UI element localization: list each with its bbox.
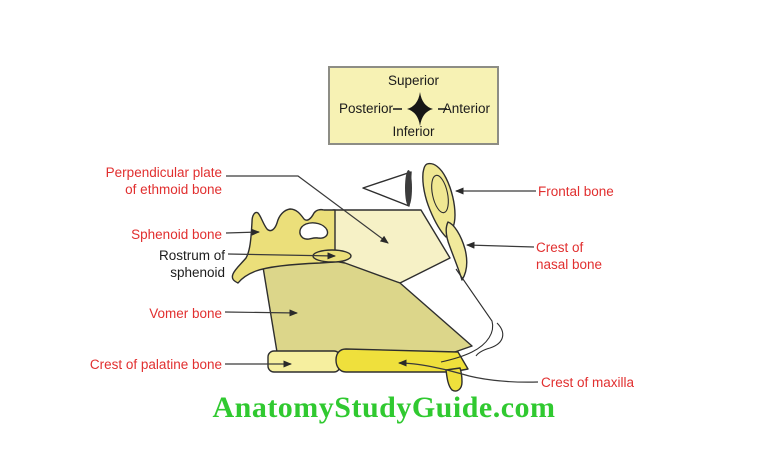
orientation-anterior: Anterior [442, 101, 490, 116]
leader-sphenoid [225, 228, 260, 236]
vomer-bone-shape [261, 260, 473, 354]
orientation-legend-box: Superior Posterior Anterior Inferior [328, 66, 499, 145]
label-crest-of-maxilla: Crest of maxilla [541, 375, 635, 390]
label-frontal-bone: Frontal bone [538, 184, 614, 199]
orientation-superior: Superior [387, 73, 440, 88]
nasal-bone-crest-shape [445, 221, 468, 281]
label-rostrum-of-sphenoid: Rostrum of sphenoid [158, 248, 225, 280]
orientation-inferior: Inferior [392, 124, 435, 139]
sphenoid-sinus-hole [299, 222, 329, 240]
orientation-posterior: Posterior [339, 101, 394, 116]
leader-nasal-crest [466, 241, 535, 249]
triangle-lens-shape [405, 170, 412, 206]
nasal-triangle-outline [362, 171, 412, 207]
leader-rostrum [227, 252, 336, 260]
watermark-text: AnatomyStudyGuide.com [212, 391, 556, 424]
compass-star-icon [393, 92, 447, 126]
label-vomer-bone: Vomer bone [149, 306, 222, 321]
leader-perpendicular-plate [226, 175, 389, 244]
leader-vomer [224, 309, 298, 317]
septal-border-curve [440, 268, 494, 363]
label-crest-of-nasal: Crest of nasal bone [536, 240, 603, 272]
leader-maxilla-crest [398, 359, 539, 383]
label-sphenoid-bone: Sphenoid bone [131, 227, 222, 242]
label-crest-of-palatine: Crest of palatine bone [89, 357, 222, 372]
palate-hook-curve [475, 322, 504, 357]
maxilla-spine-shape [445, 367, 463, 392]
palatine-crest-shape [267, 350, 341, 373]
frontal-sinus-outline [431, 174, 449, 214]
label-perpendicular-plate: Perpendicular plate of ethmoid bone [105, 165, 222, 197]
frontal-bone-shape [422, 162, 456, 238]
